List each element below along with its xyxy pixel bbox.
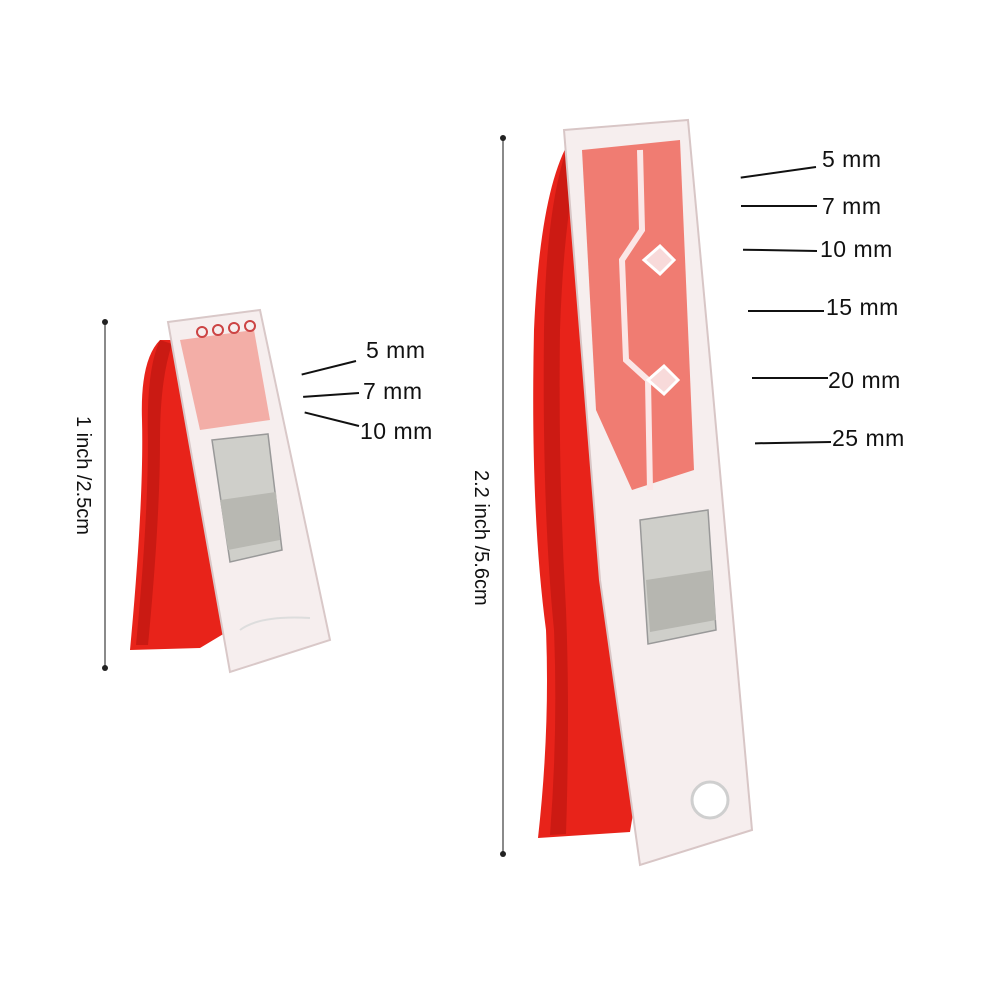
large-clip-marking-label: 5 mm [822, 146, 882, 172]
small-clip-marking-label: 10 mm [360, 418, 433, 444]
large-clip-tick-15mm [748, 310, 824, 312]
large-clip-tick-7mm [741, 205, 817, 207]
large-clip-marking-label: 15 mm [826, 294, 899, 320]
large-clip-marking-label: 20 mm [828, 367, 901, 393]
large-clip-height-dimension-line [500, 135, 506, 857]
large-clip-image [533, 118, 754, 867]
small-clip-marking-label: 7 mm [363, 378, 423, 404]
small-clip-marking-label: 5 mm [366, 337, 426, 363]
small-clip-height-label: 1 inch /2.5cm [72, 416, 94, 535]
large-clip-marking-label: 7 mm [822, 193, 882, 219]
large-clip-marking-label: 10 mm [820, 236, 893, 262]
large-clip-marking-label: 25 mm [832, 425, 905, 451]
large-clip-tick-20mm [752, 377, 828, 379]
small-clip-image [130, 308, 332, 674]
small-clip-height-dimension-line [102, 319, 108, 671]
large-clip-height-label: 2.2 inch /5.6cm [470, 470, 492, 606]
